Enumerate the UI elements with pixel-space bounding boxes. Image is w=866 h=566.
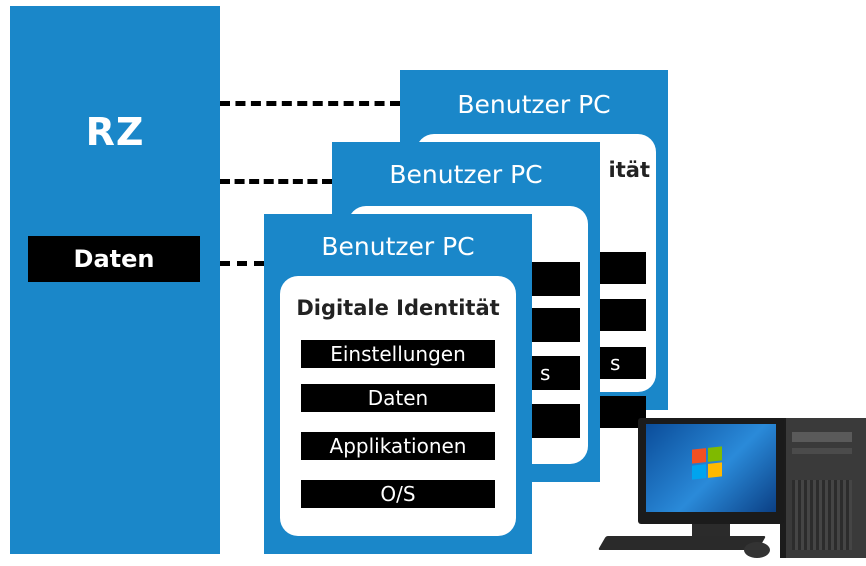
- pc-card-middle-slot: [528, 262, 580, 296]
- pc-card-front: Benutzer PC Digitale Identität Einstellu…: [264, 214, 532, 554]
- monitor-stand-icon: [692, 524, 730, 538]
- slot-os: O/S: [301, 480, 495, 508]
- slot-settings: Einstellungen: [301, 340, 495, 368]
- slot-data: Daten: [301, 384, 495, 412]
- rz-data-box: Daten: [28, 236, 200, 282]
- mouse-icon: [744, 542, 770, 558]
- connector-pc-front: [220, 261, 264, 266]
- pc-card-middle-slot: [528, 308, 580, 342]
- drive-bay-icon: [792, 432, 852, 442]
- connector-pc-back: [220, 101, 400, 106]
- pc-card-front-title: Benutzer PC: [321, 232, 475, 261]
- pc-card-back-title: Benutzer PC: [457, 90, 611, 119]
- pc-card-back-slot: s: [596, 347, 646, 379]
- pc-card-front-inner: Digitale Identität Einstellungen Daten A…: [280, 276, 516, 536]
- pc-card-middle-slot: [528, 404, 580, 438]
- pc-card-back-slot: [596, 299, 646, 331]
- identity-title: Digitale Identität: [296, 296, 500, 320]
- pc-card-middle-slot: s: [528, 356, 580, 390]
- tower-grill-icon: [792, 480, 852, 550]
- rz-title: RZ: [85, 110, 145, 154]
- pc-card-middle-title: Benutzer PC: [389, 160, 543, 189]
- windows-logo-icon: [692, 446, 722, 480]
- drive-bay-icon: [792, 448, 852, 454]
- slot-applications: Applikationen: [301, 432, 495, 460]
- keyboard-icon: [597, 536, 767, 550]
- pc-card-back-slot: [596, 396, 646, 428]
- pc-card-back-slot: [596, 252, 646, 284]
- pc-card-back-identity: ität: [608, 158, 650, 182]
- connector-pc-middle: [220, 179, 332, 184]
